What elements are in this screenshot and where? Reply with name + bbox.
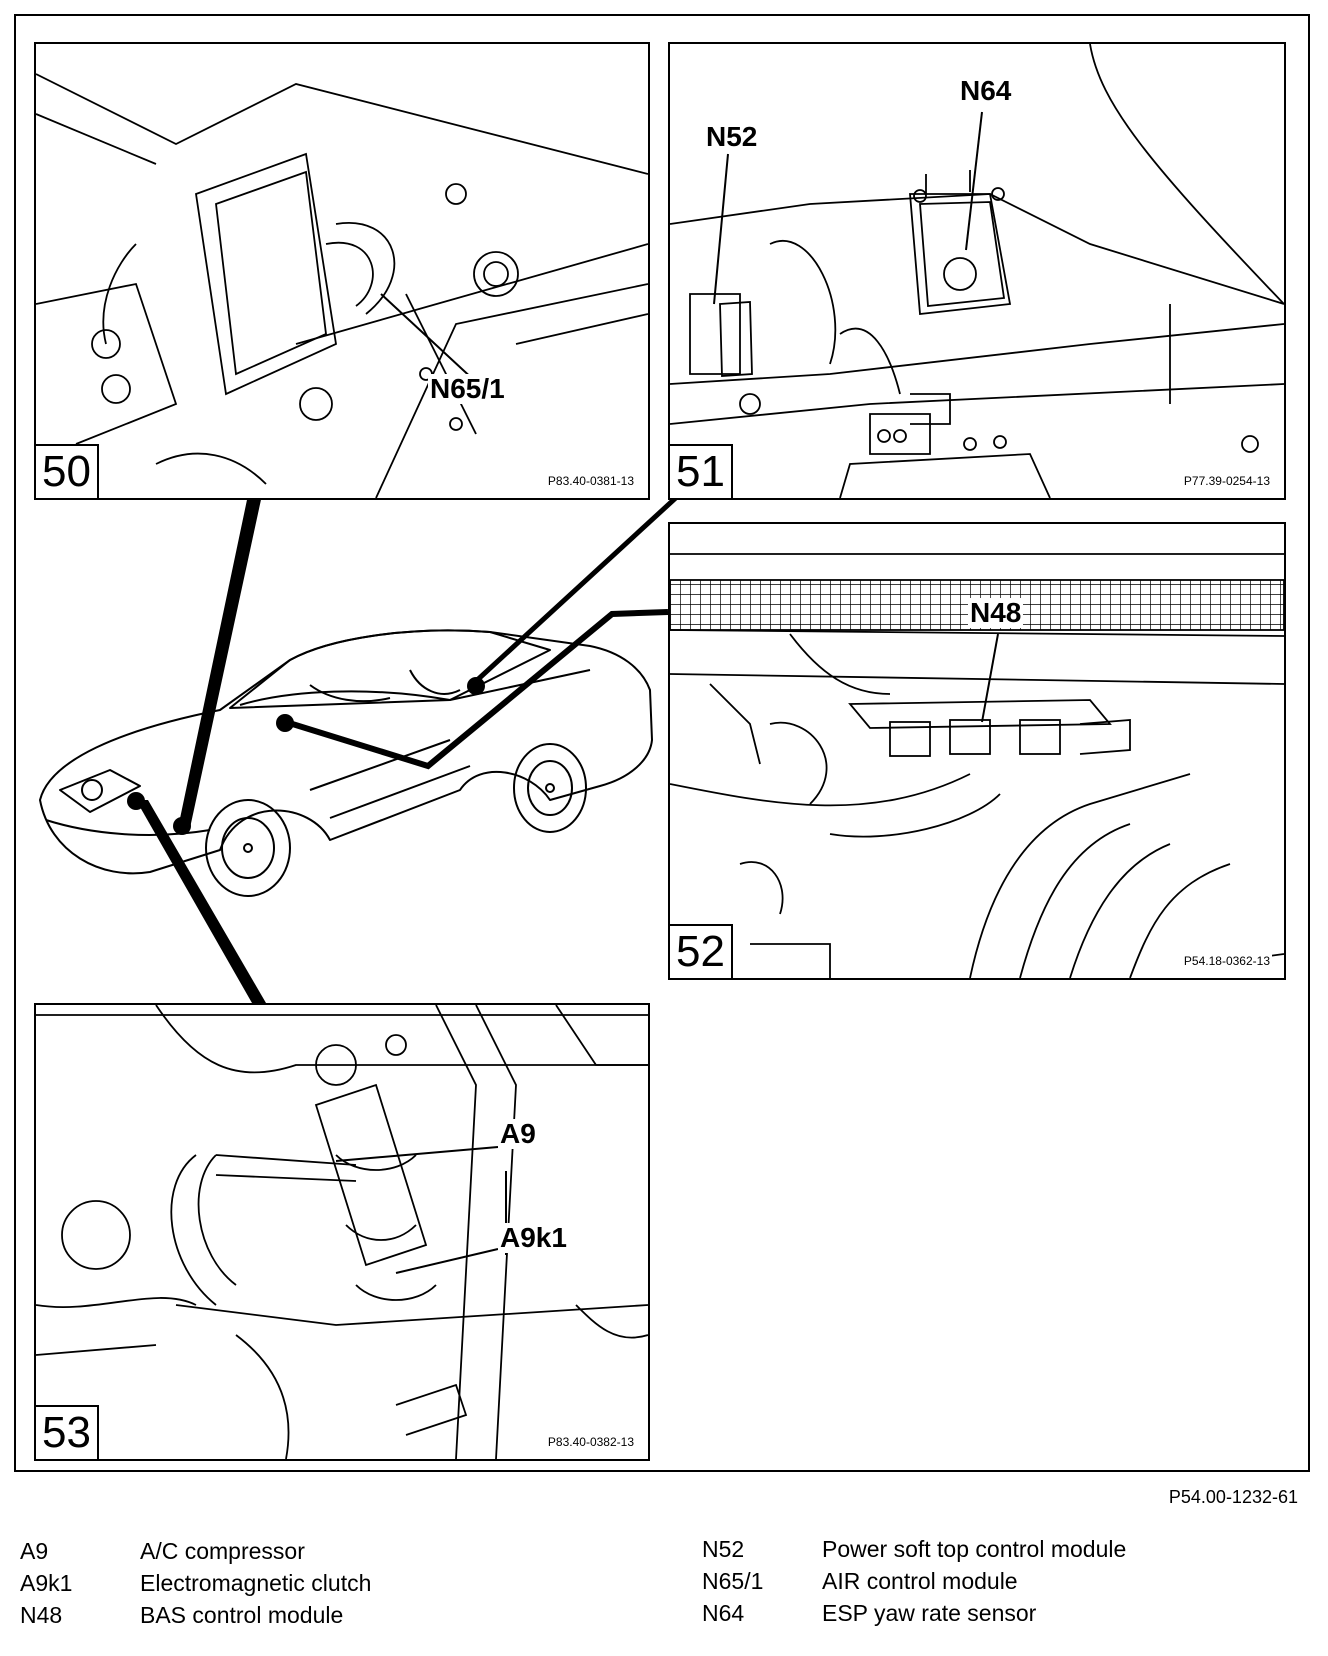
panel-50-code: P83.40-0381-13 [545,474,636,488]
panel-51: N52 N64 51 P77.39-0254-13 [668,42,1286,500]
legend-text: AIR control module [822,1568,1018,1594]
legend-code: A9 [20,1538,49,1564]
legend-text: Electromagnetic clutch [140,1570,372,1596]
leader-panel-53 [136,800,266,1003]
legend-text: Power soft top control module [822,1536,1127,1562]
figure-reference: P54.00-1232-61 [1168,1487,1298,1507]
panel-52: N48 52 P54.18-0362-13 [668,522,1286,980]
legend-text: BAS control module [140,1602,344,1628]
panel-51-drawing [670,44,1284,498]
callout-a9: A9 [498,1118,538,1149]
leader-panel-52 [285,609,669,770]
panel-50-number: 50 [36,444,99,498]
leader-panel-51 [472,492,682,685]
figure-frame [14,14,1310,1472]
panel-52-drawing [670,553,1284,978]
panel-51-number: 51 [670,444,733,498]
callout-n65-1: N65/1 [428,373,507,404]
panel-50-drawing [36,73,648,498]
panel-53-drawing [36,1005,648,1459]
marker-a9 [127,792,145,810]
panel-51-code: P77.39-0254-13 [1181,474,1272,488]
panel-53-number: 53 [36,1405,99,1459]
panel-50: N65/1 50 P83.40-0381-13 [34,42,650,500]
legend-code: A9k1 [20,1570,73,1596]
panel-52-number: 52 [670,924,733,978]
callout-a9k1: A9k1 [498,1222,569,1253]
marker-n65-1 [173,817,191,835]
callout-n64: N64 [958,75,1014,106]
callout-n48: N48 [968,597,1024,628]
legend-code: N65/1 [702,1568,764,1594]
car-illustration [39,629,653,897]
legend-code: N48 [20,1602,63,1628]
panel-53: A9 A9k1 53 P83.40-0382-13 [34,1003,650,1461]
legend-code: N64 [702,1600,745,1626]
callout-n52: N52 [704,121,760,152]
marker-n48 [276,714,294,732]
legend-text: ESP yaw rate sensor [822,1600,1037,1626]
legend-text: A/C compressor [140,1538,305,1564]
panel-52-code: P54.18-0362-13 [1181,954,1272,968]
leader-panel-50 [178,495,262,828]
legend-code: N52 [702,1536,745,1562]
panel-53-code: P83.40-0382-13 [545,1435,636,1449]
